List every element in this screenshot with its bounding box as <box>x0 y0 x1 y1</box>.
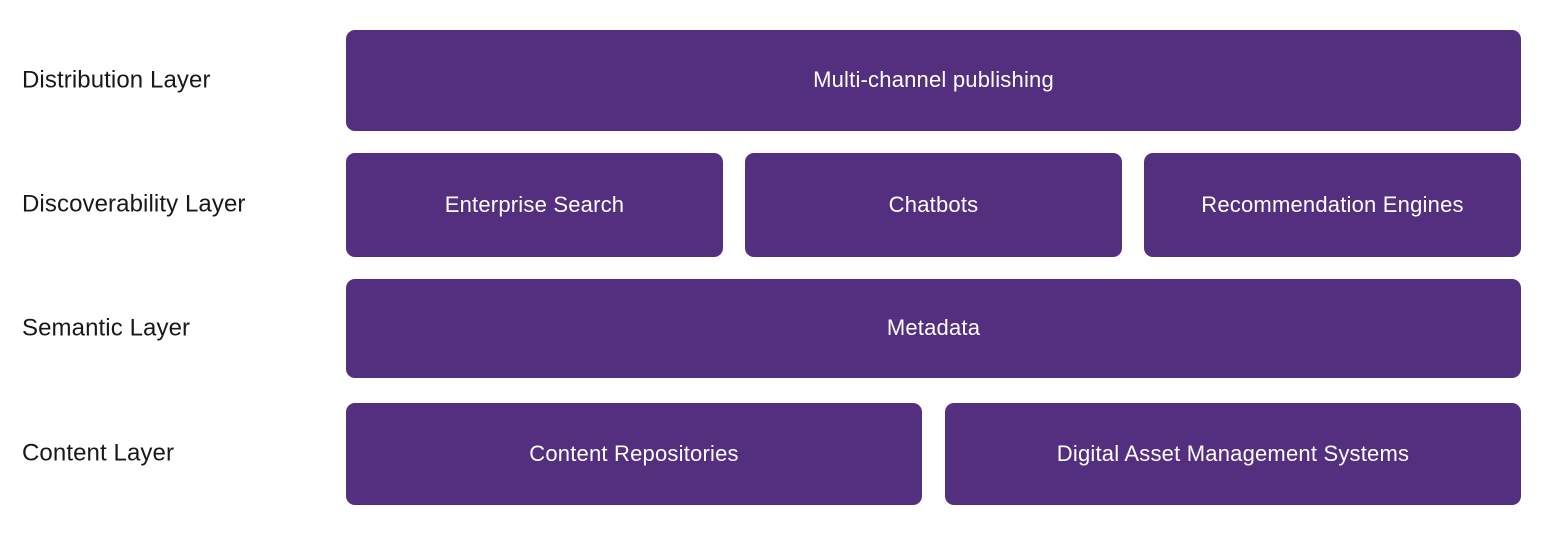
layer-label-semantic: Semantic Layer <box>22 314 191 342</box>
box-label: Content Repositories <box>529 440 739 466</box>
box-content-repositories[interactable]: Content Repositories <box>346 403 922 505</box>
box-multi-channel-publishing[interactable]: Multi-channel publishing <box>346 30 1521 131</box>
layer-row-distribution: Distribution Layer Multi-channel publish… <box>0 30 1542 131</box>
layer-boxes-distribution: Multi-channel publishing <box>346 30 1521 131</box>
box-label: Metadata <box>886 315 981 341</box>
layer-row-discoverability: Discoverability Layer Enterprise Search … <box>0 153 1542 257</box>
box-label: Recommendation Engines <box>1201 191 1464 217</box>
box-label: Multi-channel publishing <box>813 67 1054 93</box>
box-label: Enterprise Search <box>444 191 625 217</box>
box-label: Chatbots <box>888 191 979 217</box>
layer-boxes-discoverability: Enterprise Search Chatbots Recommendatio… <box>346 153 1521 257</box>
layer-boxes-content: Content Repositories Digital Asset Manag… <box>346 403 1521 505</box>
layer-label-discoverability: Discoverability Layer <box>22 190 246 218</box>
layer-row-semantic: Semantic Layer Metadata <box>0 279 1542 378</box>
layer-row-content: Content Layer Content Repositories Digit… <box>0 403 1542 505</box>
box-recommendation-engines[interactable]: Recommendation Engines <box>1144 153 1521 257</box>
layer-label-distribution: Distribution Layer <box>22 66 211 94</box>
box-chatbots[interactable]: Chatbots <box>745 153 1122 257</box>
layer-label-content: Content Layer <box>22 439 175 467</box>
layer-boxes-semantic: Metadata <box>346 279 1521 378</box>
box-metadata[interactable]: Metadata <box>346 279 1521 378</box>
box-digital-asset-management-systems[interactable]: Digital Asset Management Systems <box>945 403 1521 505</box>
box-label: Digital Asset Management Systems <box>1056 440 1410 466</box>
box-enterprise-search[interactable]: Enterprise Search <box>346 153 723 257</box>
